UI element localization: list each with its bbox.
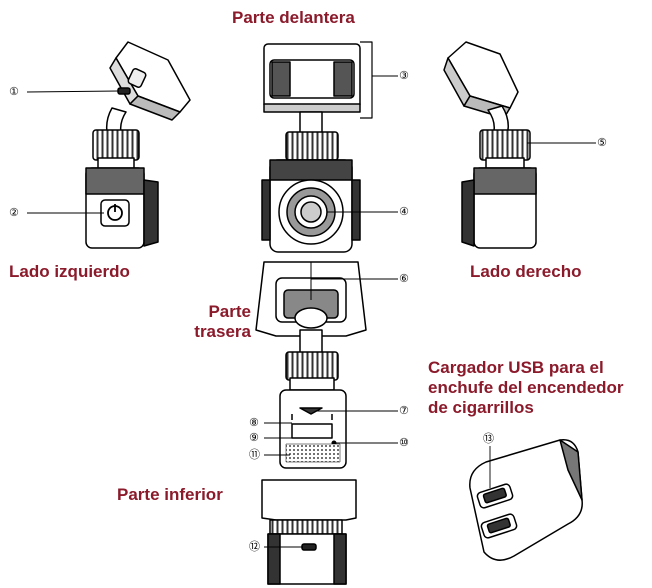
title-left-side: Lado izquierdo [9, 262, 130, 281]
title-charger: Cargador USB para el enchufe del encende… [428, 358, 624, 418]
left-usb-port [117, 87, 131, 95]
callout-5: ⑤ [597, 136, 607, 149]
title-charger-line-2: enchufe del encendedor [428, 378, 624, 397]
left-side-view [85, 41, 191, 249]
leader-lines [26, 75, 596, 548]
title-rear-line-2: trasera [194, 322, 251, 341]
right-side-view [443, 41, 537, 249]
bottom-view [261, 479, 357, 585]
front-view [261, 41, 373, 253]
title-right-side: Lado derecho [470, 262, 582, 281]
title-charger-line-3: de cigarrillos [428, 398, 534, 417]
callout-6: ⑥ [399, 272, 409, 285]
title-charger-line-1: Cargador USB para el [428, 358, 604, 377]
title-rear-line-1: Parte [208, 302, 251, 321]
callout-9: ⑨ [249, 431, 259, 444]
callout-11: ⑪ [249, 448, 260, 461]
callout-8: ⑧ [249, 416, 259, 429]
title-front: Parte delantera [232, 8, 355, 27]
callout-10: ⑩ [399, 436, 409, 449]
callout-7: ⑦ [399, 404, 409, 417]
title-rear: Parte trasera [194, 302, 251, 342]
title-bottom: Parte inferior [117, 485, 223, 504]
callout-1: ① [9, 85, 19, 98]
rear-body-view [279, 351, 347, 469]
callout-13: ⑬ [483, 432, 494, 445]
callout-3: ③ [399, 69, 409, 82]
callout-2: ② [9, 206, 19, 219]
left-mount-plate [109, 41, 191, 121]
callout-4: ④ [399, 205, 409, 218]
rear-view [255, 261, 367, 355]
usb-charger [469, 439, 583, 561]
callout-12: ⑫ [249, 540, 260, 553]
